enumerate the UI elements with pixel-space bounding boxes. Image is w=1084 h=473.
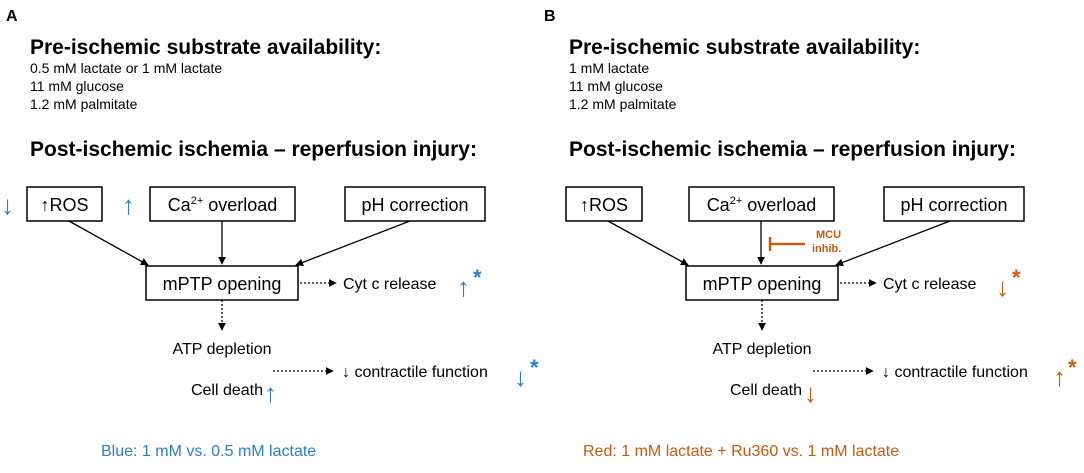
mptp-box [145, 265, 299, 301]
celldeath-label: Cell death [191, 382, 263, 399]
mcu-inhibitor-label-1: MCU [816, 229, 841, 241]
cytc-significance-star: * [1012, 265, 1021, 290]
panel-letter: B [544, 8, 556, 25]
ros-box [26, 186, 103, 222]
cytc-label: Cyt c release [343, 276, 436, 293]
mptp-box [685, 265, 839, 301]
panel-a: A Pre-ischemic substrate availability: 0… [1, 8, 539, 460]
ros-arrow [68, 220, 149, 266]
contractile-label: ↓ contractile function [882, 364, 1028, 381]
contractile-label: ↓ contractile function [342, 364, 488, 381]
substrate-line-1: 0.5 mM lactate or 1 mM lactate [30, 60, 222, 76]
ph-arrow [835, 220, 951, 267]
ros-label: ↑ROS [40, 195, 88, 215]
ph-correction-box [344, 186, 486, 222]
substrate-line-2: 11 mM glucose [569, 78, 663, 94]
ros-box [565, 186, 643, 222]
ca-overload-label: Ca2+ overload [707, 195, 817, 215]
ca-overload-label: Ca2+ overload [168, 195, 278, 215]
celldeath-label: Cell death [730, 382, 802, 399]
injury-title: Post-ischemic ischemia – reperfusion inj… [569, 138, 1016, 161]
atp-label: ATP depletion [712, 341, 811, 358]
contractile-significance-star: * [530, 355, 539, 380]
ph-correction-box [883, 186, 1025, 222]
panel-b: B Pre-ischemic substrate availability: 1… [544, 8, 1077, 460]
ros-label: ↑ROS [580, 195, 628, 215]
substrate-line-3: 1.2 mM palmitate [569, 96, 677, 112]
ros-arrow [607, 220, 689, 266]
atp-label: ATP depletion [172, 341, 271, 358]
celldeath-indicator-arrow: ↑ [264, 378, 277, 408]
ca-overload-box [688, 186, 835, 222]
substrate-line-1: 1 mM lactate [569, 60, 649, 76]
legend-text: Red: 1 mM lactate + Ru360 vs. 1 mM lacta… [583, 443, 899, 460]
mptp-label: mPTP opening [163, 274, 282, 294]
cytc-significance-star: * [473, 265, 482, 290]
ph-correction-label: pH correction [361, 195, 468, 215]
ca-overload-box [149, 186, 296, 222]
ca-indicator-arrow: ↑ [122, 190, 135, 220]
legend-text: Blue: 1 mM vs. 0.5 mM lactate [101, 443, 316, 460]
contractile-indicator-arrow: ↓ [514, 362, 527, 392]
substrate-header: Pre-ischemic substrate availability: [30, 36, 381, 59]
cytc-indicator-arrow: ↑ [457, 272, 470, 302]
substrate-line-3: 1.2 mM palmitate [30, 96, 138, 112]
contractile-significance-star: * [1068, 355, 1077, 380]
substrate-header: Pre-ischemic substrate availability: [569, 36, 920, 59]
cytc-label: Cyt c release [883, 276, 976, 293]
injury-title: Post-ischemic ischemia – reperfusion inj… [30, 138, 477, 161]
mptp-label: mPTP opening [703, 274, 822, 294]
ph-arrow [295, 220, 411, 267]
mcu-inhibitor-label-2: inhib. [812, 243, 841, 255]
cytc-indicator-arrow: ↓ [996, 272, 1009, 302]
ros-indicator-arrow: ↓ [1, 190, 14, 220]
contractile-indicator-arrow: ↑ [1053, 362, 1066, 392]
celldeath-indicator-arrow: ↓ [804, 378, 817, 408]
substrate-line-2: 11 mM glucose [30, 78, 124, 94]
panel-letter: A [6, 8, 18, 25]
ph-correction-label: pH correction [900, 195, 1007, 215]
